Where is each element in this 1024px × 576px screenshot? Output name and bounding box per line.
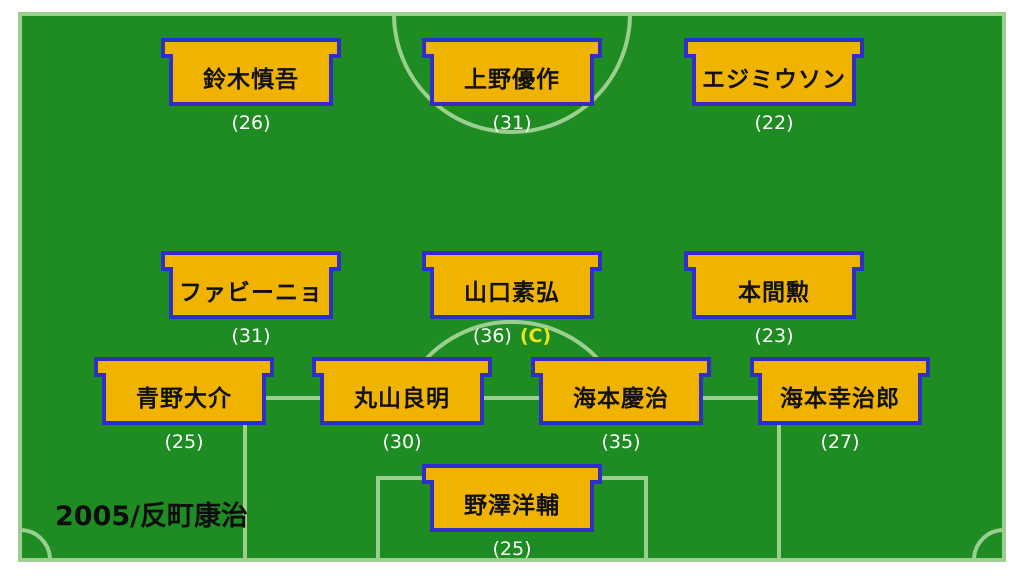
player-df-4: 海本幸治郎 (27) xyxy=(750,357,930,453)
shirt-icon xyxy=(161,251,341,319)
player-age: (23) xyxy=(754,325,794,347)
player-fw-center: 上野優作 (31) xyxy=(422,38,602,134)
player-mf-left: ファビーニョ (31) xyxy=(161,251,341,347)
player-age: (22) xyxy=(754,112,794,134)
shirt-icon xyxy=(750,357,930,425)
player-gk: 野澤洋輔 (25) xyxy=(422,464,602,560)
player-age: (35) xyxy=(601,431,641,453)
shirt-icon xyxy=(531,357,711,425)
player-age: (30) xyxy=(382,431,422,453)
shirt-icon xyxy=(684,38,864,106)
player-age: (31) xyxy=(492,112,532,134)
player-name: 海本幸治郎 xyxy=(780,386,900,412)
player-age: (26) xyxy=(231,112,271,134)
player-df-3: 海本慶治 (35) xyxy=(531,357,711,453)
penalty-arc xyxy=(418,319,606,368)
player-name: 海本慶治 xyxy=(573,386,669,412)
player-name: 鈴木慎吾 xyxy=(203,67,299,93)
center-circle xyxy=(392,14,632,134)
shirt-icon xyxy=(94,357,274,425)
player-fw-left: 鈴木慎吾 (26) xyxy=(161,38,341,134)
player-fw-right: エジミウソン (22) xyxy=(684,38,864,134)
player-df-1: 青野大介 (25) xyxy=(94,357,274,453)
player-name: 丸山良明 xyxy=(354,386,450,412)
player-age: (36) xyxy=(472,325,512,347)
player-name: 青野大介 xyxy=(136,386,232,412)
shirt-icon xyxy=(312,357,492,425)
player-age: (25) xyxy=(164,431,204,453)
shirt-icon xyxy=(422,464,602,532)
player-name: 上野優作 xyxy=(464,67,560,93)
player-df-2: 丸山良明 (30) xyxy=(312,357,492,453)
shirt-icon xyxy=(422,251,602,319)
player-name: ファビーニョ xyxy=(179,280,323,306)
shirt-icon xyxy=(422,38,602,106)
shirt-icon xyxy=(684,251,864,319)
player-age-row: (36) (C) xyxy=(422,325,602,347)
player-mf-center: 山口素弘 (36) (C) xyxy=(422,251,602,347)
corner-arc-right xyxy=(972,528,1004,560)
player-name: 山口素弘 xyxy=(464,280,560,306)
captain-badge: (C) xyxy=(519,325,552,347)
player-age: (25) xyxy=(492,538,532,560)
player-age: (31) xyxy=(231,325,271,347)
corner-arc-left xyxy=(20,528,52,560)
season-coach-label: 2005/反町康治 xyxy=(55,501,249,532)
penalty-area xyxy=(243,396,781,560)
shirt-icon xyxy=(161,38,341,106)
player-mf-right: 本間勲 (23) xyxy=(684,251,864,347)
player-name: 野澤洋輔 xyxy=(464,493,560,519)
player-age: (27) xyxy=(820,431,860,453)
player-name: 本間勲 xyxy=(738,280,810,306)
player-name: エジミウソン xyxy=(702,67,846,93)
